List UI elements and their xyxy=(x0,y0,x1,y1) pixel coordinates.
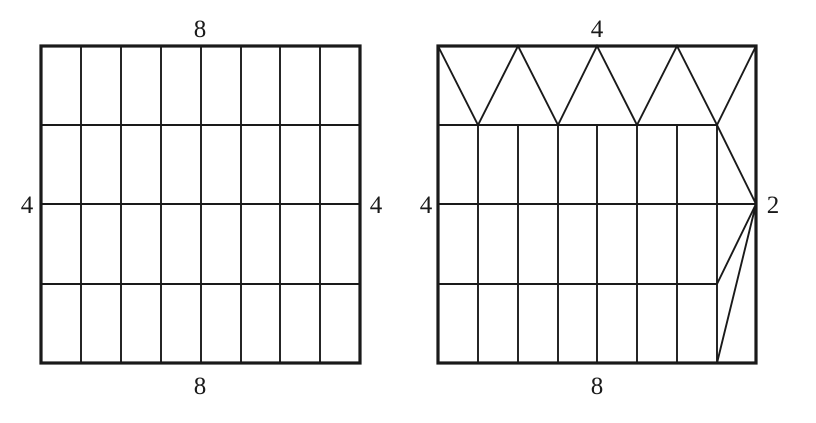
left-grid-figure: 8 8 4 4 xyxy=(21,16,383,400)
left-bottom-label: 8 xyxy=(194,373,207,400)
right-grid-figure: 4 8 4 2 xyxy=(420,16,780,400)
left-right-label: 4 xyxy=(370,192,383,219)
right-top-zigzag xyxy=(437,43,757,128)
left-left-label: 4 xyxy=(21,192,34,219)
right-left-label: 4 xyxy=(420,192,433,219)
right-bottom-label: 8 xyxy=(591,373,604,400)
right-top-label: 4 xyxy=(591,16,604,43)
right-diagonal-line xyxy=(716,203,757,364)
right-diagonal-line xyxy=(716,203,757,285)
left-outer-square xyxy=(39,44,362,365)
right-outer-square xyxy=(436,44,758,365)
left-top-label: 8 xyxy=(194,16,207,43)
right-diagonal-line xyxy=(716,124,757,205)
right-right-label: 2 xyxy=(767,192,780,219)
